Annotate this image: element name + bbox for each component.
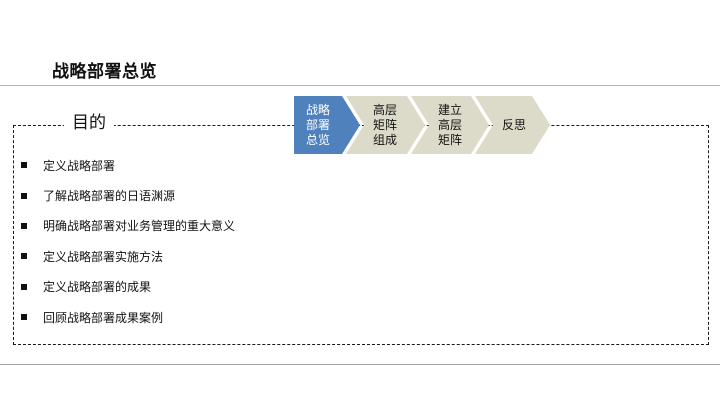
list-item-text: 定义战略部署的成果 [43,280,152,295]
square-bullet-icon [21,162,27,169]
chevron-step-4 [475,96,550,154]
chevron-step-1-label: 战略 部署 总览 [305,102,330,147]
list-item-text: 定义战略部署 [43,158,116,173]
list-item: 回顾战略部署成果案例 [21,302,235,332]
square-bullet-icon [21,222,27,229]
chevron-step-2-label: 高层 矩阵 组成 [372,102,397,147]
purpose-box [13,125,709,345]
chevron-step-3 [411,96,489,154]
purpose-label: 目的 [64,111,114,135]
list-item-text: 了解战略部署的日语渊源 [43,189,176,204]
list-item-text: 明确战略部署对业务管理的重大意义 [43,219,236,234]
square-bullet-icon [21,253,27,260]
chevron-step-1 [294,96,360,154]
purpose-list: 定义战略部署 了解战略部署的日语渊源 明确战略部署对业务管理的重大意义 定义战略… [21,150,235,332]
chevron-step-2 [346,96,425,154]
slide-title: 战略部署总览 [52,62,157,82]
list-item: 定义战略部署实施方法 [21,241,235,271]
list-item: 定义战略部署 [21,150,235,180]
chevron-shapes [294,96,550,154]
chevron-step-3-label: 建立 高层 矩阵 [437,102,462,147]
list-item: 定义战略部署的成果 [21,272,235,302]
square-bullet-icon [21,192,27,199]
title-divider [0,85,720,86]
chevron-step-4-label: 反思 [501,117,526,132]
square-bullet-icon [21,283,27,290]
footer-divider [0,364,720,365]
list-item: 了解战略部署的日语渊源 [21,180,235,210]
list-item-text: 回顾战略部署成果案例 [43,310,164,325]
list-item: 明确战略部署对业务管理的重大意义 [21,211,235,241]
square-bullet-icon [21,314,27,321]
list-item-text: 定义战略部署实施方法 [43,249,164,264]
